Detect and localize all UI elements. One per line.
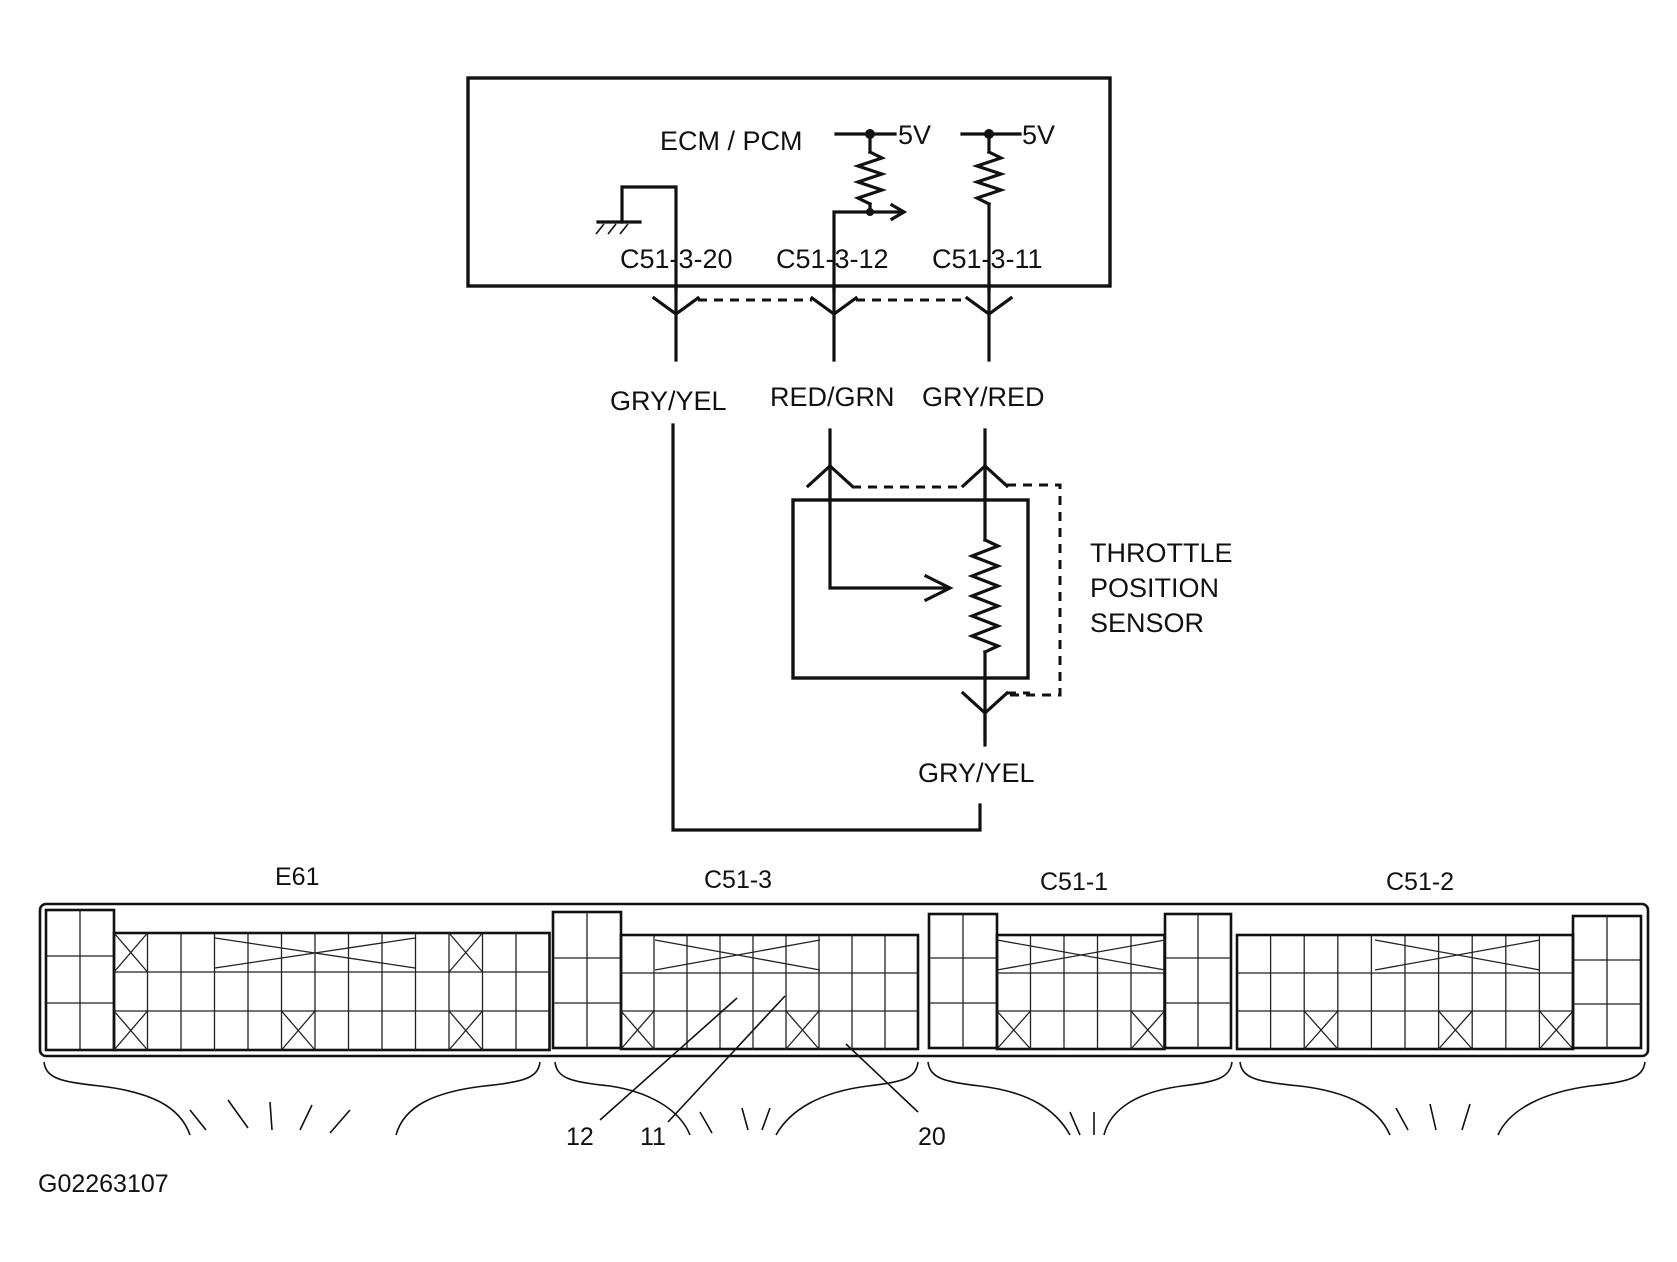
ground-icon <box>595 185 678 292</box>
connector-grid <box>44 908 1643 1052</box>
connector-icon <box>960 690 1030 747</box>
pin-label-11: C51-3-11 <box>932 244 1043 274</box>
connector-body-e61 <box>112 931 551 1052</box>
sensor-label-line2: POSITION <box>1090 573 1219 603</box>
connector-name-c51-3: C51-3 <box>704 866 772 894</box>
resistor-icon <box>832 132 908 292</box>
connector-name-e61: E61 <box>275 863 319 891</box>
potentiometer-icon <box>828 464 1003 742</box>
wire-label-left: GRY/YEL <box>610 386 727 416</box>
wire-label-bottom: GRY/YEL <box>918 758 1035 788</box>
resistor-icon <box>971 132 1007 292</box>
connector-icon <box>651 284 1014 362</box>
throttle-position-sensor: THROTTLE POSITION SENSOR <box>791 463 1233 747</box>
ecm-label: ECM / PCM <box>660 126 803 156</box>
callout-12: 12 <box>566 1123 594 1151</box>
connector-body-c51-3 <box>619 933 920 1051</box>
supply-5v-label: 5V <box>1022 120 1055 150</box>
connector-pin-view: E61 C51-3 C51-1 C51-2 12 11 <box>38 863 1650 1151</box>
connector-name-c51-1: C51-1 <box>1040 868 1108 896</box>
sensor-label-line3: SENSOR <box>1090 608 1204 638</box>
wire-label-middle: RED/GRN <box>770 382 895 412</box>
supply-5v-left: 5V <box>834 120 931 150</box>
pin-label-12: C51-3-12 <box>776 244 889 274</box>
supply-5v-right: 5V <box>960 120 1055 150</box>
connector-braces <box>43 1061 1646 1136</box>
pin-callouts: 12 11 20 <box>566 995 946 1151</box>
callout-20: 20 <box>918 1123 946 1151</box>
pin-label-20: C51-3-20 <box>620 244 733 274</box>
figure-id: G02263107 <box>38 1170 169 1198</box>
connector-body-c51-1 <box>995 933 1166 1051</box>
supply-5v-label: 5V <box>898 120 931 150</box>
sensor-box <box>791 498 1030 680</box>
connector-frame <box>38 902 1650 1058</box>
wire-label-right: GRY/RED <box>922 382 1045 412</box>
ecm-pcm-module: ECM / PCM 5V 5V <box>466 76 1112 292</box>
callout-11: 11 <box>640 1123 666 1151</box>
sensor-label-line1: THROTTLE <box>1090 538 1233 568</box>
ecm-box <box>466 76 1112 288</box>
connector-name-c51-2: C51-2 <box>1386 868 1454 896</box>
